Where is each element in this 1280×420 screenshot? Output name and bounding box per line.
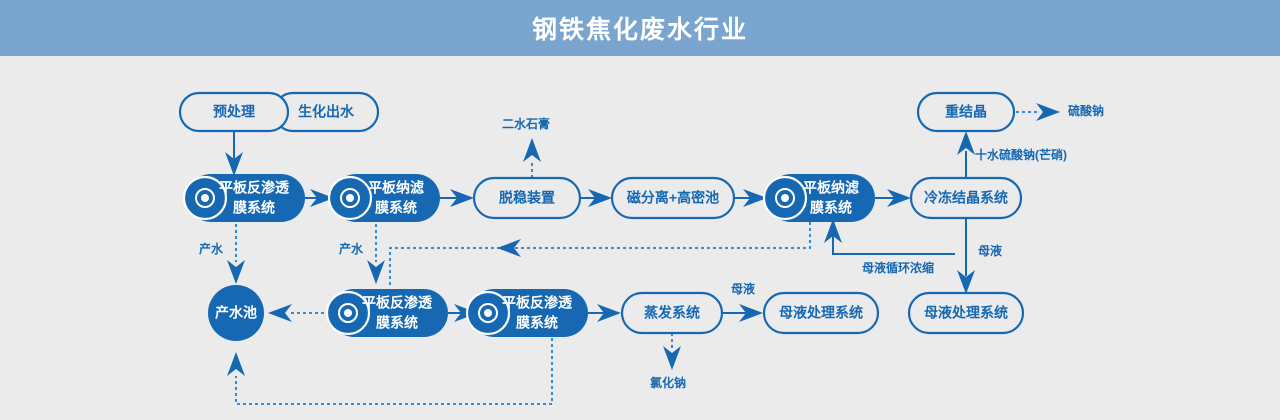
node-magnetic-separation[interactable]: 磁分离+高密池 [610, 176, 736, 220]
disc-icon [762, 175, 808, 221]
edge-nf2-return-to-ro2 [389, 222, 811, 286]
node-recrystallization[interactable]: 重结晶 [916, 91, 1016, 133]
node-recrystallization-label: 重结晶 [945, 104, 987, 120]
node-ro-membrane-1-label-line1: 平板反渗透 [219, 180, 290, 196]
arrow-recirculation-into-nf2 [824, 219, 842, 243]
node-pretreatment[interactable]: 预处理 [178, 91, 290, 133]
disc-icon [325, 290, 371, 336]
node-shape [909, 176, 1023, 220]
node-ro-membrane-1[interactable]: 平板反渗透 膜系统 [182, 174, 305, 222]
node-shape [178, 91, 290, 133]
edge-labels: 产水 产水 十水硫酸钠(芒硝) 母液 母液 母液循环浓缩 [199, 147, 1067, 296]
node-shape [907, 291, 1025, 335]
node-mother-liquor-system-2[interactable]: 母液处理系统 [907, 291, 1025, 335]
edge-ro3-to-productpool [235, 338, 553, 405]
node-biochem-effluent-label: 生化出水 [298, 104, 355, 120]
node-ro-membrane-3[interactable]: 平板反渗透 膜系统 [465, 289, 588, 337]
node-ro-membrane-2-label-line1: 平板反渗透 [362, 295, 433, 311]
arrow-destabilizer-to-gypsum [523, 138, 541, 162]
arrow-evaporation-to-sodiumchloride [663, 346, 681, 370]
node-mother-liquor-system-2-label: 母液处理系统 [924, 305, 1008, 321]
arrow-pretreatment-to-ro1 [225, 152, 243, 176]
node-freeze-crystallization[interactable]: 冷冻结晶系统 [909, 176, 1023, 220]
node-freeze-crystallization-label: 冷冻结晶系统 [924, 190, 1008, 206]
disc-icon [465, 290, 511, 336]
node-shape [610, 176, 736, 220]
edge-label-glauber-salt: 十水硫酸钠(芒硝) [975, 147, 1067, 162]
edges-solid [225, 103, 975, 322]
arrow-magsep-to-nf2 [743, 189, 767, 207]
node-shape [208, 285, 264, 341]
node-shape [620, 291, 724, 335]
arrow-ro3-to-productpool [227, 352, 245, 376]
node-product-water-pool[interactable]: 产水池 [208, 285, 264, 341]
edge-recirculation-loop [832, 234, 955, 255]
byproduct-sodium-chloride: 氯化钠 [650, 375, 686, 390]
node-pretreatment-label: 预处理 [213, 104, 255, 120]
node-shape [916, 91, 1016, 133]
node-nf-membrane-1[interactable]: 平板纳滤 膜系统 [327, 174, 440, 222]
arrow-destabilizer-to-magsep [588, 189, 612, 207]
arrow-ro2-to-productpool [268, 304, 292, 322]
edge-label-mother-liquor-mid: 母液 [731, 281, 755, 296]
page-title: 钢铁焦化废水行业 [531, 16, 748, 44]
node-shape [762, 291, 880, 335]
disc-icon [327, 175, 373, 221]
byproduct-labels: 硫酸钠 二水石膏 氯化钠 [502, 103, 1104, 390]
node-nf-membrane-2-label-line1: 平板纳滤 [803, 180, 859, 196]
arrow-nf2-return-leftward [497, 239, 521, 257]
byproduct-sodium-sulfate: 硫酸钠 [1068, 103, 1104, 118]
node-nf-membrane-1-label-line2: 膜系统 [375, 200, 417, 216]
page-header: 钢铁焦化废水行业 [0, 0, 1280, 56]
node-ro-membrane-1-label-line2: 膜系统 [233, 200, 275, 216]
node-shape [472, 176, 582, 220]
node-ro-membrane-2[interactable]: 平板反渗透 膜系统 [325, 289, 448, 337]
node-magnetic-separation-label: 磁分离+高密池 [627, 190, 719, 206]
node-destabilizer[interactable]: 脱稳装置 [472, 176, 582, 220]
node-ro-membrane-3-label-line2: 膜系统 [516, 315, 558, 331]
node-biochem-effluent[interactable]: 生化出水 [272, 91, 380, 133]
node-product-water-pool-label: 产水池 [215, 305, 257, 321]
arrow-ro1-to-nf1 [310, 189, 334, 207]
edges-dashed [227, 103, 1060, 405]
node-ro-membrane-2-label-line2: 膜系统 [376, 315, 418, 331]
arrow-nf2-to-freeze [887, 189, 911, 207]
arrow-freeze-to-motherliquor2 [957, 270, 975, 294]
arrow-freeze-to-recrystallize [957, 131, 975, 155]
arrow-recrystallize-to-sodiumsulfate [1036, 103, 1060, 121]
node-evaporation-system-label: 蒸发系统 [644, 305, 700, 321]
node-mother-liquor-system-1[interactable]: 母液处理系统 [762, 291, 880, 335]
node-nf-membrane-1-label-line1: 平板纳滤 [368, 180, 424, 196]
node-mother-liquor-system-1-label: 母液处理系统 [779, 305, 863, 321]
edge-label-product-water-1: 产水 [199, 241, 224, 256]
node-nf-membrane-2[interactable]: 平板纳滤 膜系统 [762, 174, 875, 222]
arrow-nf1-to-ro2 [367, 260, 385, 284]
flow-diagram: 生化出水 预处理 平板反渗透 膜系统 [0, 56, 1280, 420]
arrow-evaporation-to-motherliquor1 [739, 304, 763, 322]
node-evaporation-system[interactable]: 蒸发系统 [620, 291, 724, 335]
node-ro-membrane-3-label-line1: 平板反渗透 [502, 295, 573, 311]
edge-label-mother-liquor-top: 母液 [978, 243, 1002, 258]
arrow-ro1-to-productpool [227, 260, 245, 284]
arrow-nf1-to-destabilizer [450, 189, 474, 207]
edge-label-recirculation: 母液循环浓缩 [862, 260, 934, 275]
byproduct-gypsum: 二水石膏 [502, 116, 550, 131]
node-nf-membrane-2-label-line2: 膜系统 [810, 200, 852, 216]
disc-icon [182, 175, 228, 221]
nodes: 生化出水 预处理 平板反渗透 膜系统 [178, 91, 1025, 341]
arrow-ro3-to-evaporation [597, 304, 621, 322]
node-destabilizer-label: 脱稳装置 [499, 190, 555, 206]
edge-label-product-water-2: 产水 [339, 241, 364, 256]
